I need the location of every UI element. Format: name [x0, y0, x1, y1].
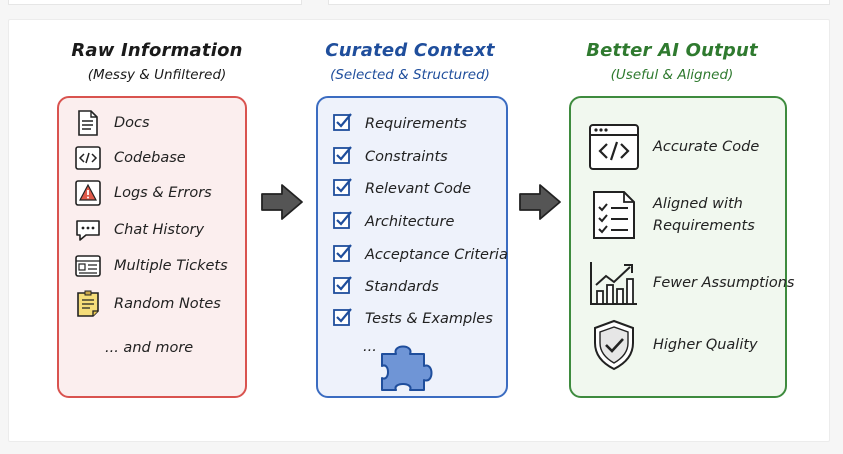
- raw-item-label: Codebase: [114, 150, 186, 166]
- raw-item-chat: Chat History: [74, 215, 204, 245]
- note-icon: [74, 290, 102, 318]
- raw-item-label: Random Notes: [114, 296, 221, 312]
- curated-header: Curated Context (Selected & Structured): [310, 40, 510, 83]
- output-item-aligned: Aligned with Requirements: [588, 189, 755, 241]
- curated-more-text: ...: [363, 339, 377, 355]
- raw-more-text: ... and more: [105, 340, 194, 356]
- output-title: Better AI Output: [586, 40, 758, 61]
- growth-chart-icon: [588, 257, 640, 309]
- raw-item-notes: Random Notes: [74, 289, 221, 319]
- document-icon: [74, 109, 102, 137]
- arrow-right-icon: [519, 184, 561, 220]
- chat-icon: [74, 216, 102, 244]
- curated-item-label: Constraints: [365, 149, 448, 165]
- curated-item: Requirements: [333, 113, 467, 135]
- output-item-label: Higher Quality: [653, 337, 758, 353]
- output-item-label-group: Aligned with Requirements: [653, 193, 755, 237]
- raw-item-tickets: Multiple Tickets: [74, 251, 228, 281]
- arrow-right-icon: [261, 184, 303, 220]
- puzzle-piece-icon: [381, 345, 433, 391]
- raw-subtitle: (Messy & Unfiltered): [87, 67, 227, 83]
- output-item-label-line: Aligned with: [653, 196, 743, 212]
- curated-item: Acceptance Criteria: [333, 244, 508, 266]
- checkbox-checked-icon: [333, 145, 353, 169]
- output-item-fewer-assumptions: Fewer Assumptions: [588, 257, 795, 309]
- output-header: Better AI Output (Useful & Aligned): [572, 40, 772, 83]
- curated-item: Constraints: [333, 146, 448, 168]
- code-window-icon: [588, 121, 640, 173]
- output-item-label: Fewer Assumptions: [653, 275, 795, 291]
- curated-item: Architecture: [333, 211, 454, 233]
- checkbox-checked-icon: [333, 177, 353, 201]
- warning-icon: [74, 179, 102, 207]
- checkbox-checked-icon: [333, 307, 353, 331]
- checklist-icon: [588, 189, 640, 241]
- output-subtitle: (Useful & Aligned): [610, 67, 734, 83]
- checkbox-checked-icon: [333, 210, 353, 234]
- curated-item-label: Acceptance Criteria: [365, 247, 508, 263]
- curated-item-label: Standards: [365, 279, 439, 295]
- curated-item-label: Relevant Code: [365, 181, 472, 197]
- checkbox-checked-icon: [333, 275, 353, 299]
- output-item-label-line: Requirements: [653, 218, 755, 234]
- raw-item-label: Logs & Errors: [114, 185, 212, 201]
- checkbox-checked-icon: [333, 243, 353, 267]
- top-strip-left: [8, 0, 302, 5]
- curated-title: Curated Context: [325, 40, 495, 61]
- curated-item: Tests & Examples: [333, 308, 493, 330]
- checkbox-checked-icon: [333, 112, 353, 136]
- shield-check-icon: [588, 319, 640, 371]
- raw-item-label: Multiple Tickets: [114, 258, 228, 274]
- output-item-accurate-code: Accurate Code: [588, 121, 759, 173]
- output-item-higher-quality: Higher Quality: [588, 319, 758, 371]
- raw-item-docs: Docs: [74, 108, 150, 138]
- curated-item-label: Tests & Examples: [365, 311, 493, 327]
- output-item-label: Accurate Code: [653, 139, 760, 155]
- ticket-icon: [74, 252, 102, 280]
- raw-item-label: Docs: [114, 115, 150, 131]
- curated-item-label: Architecture: [365, 214, 455, 230]
- top-strip-right: [328, 0, 830, 5]
- curated-subtitle: (Selected & Structured): [330, 67, 490, 83]
- raw-item-label: Chat History: [114, 222, 205, 238]
- curated-item: Standards: [333, 276, 439, 298]
- curated-item: Relevant Code: [333, 178, 471, 200]
- raw-title: Raw Information: [71, 40, 243, 61]
- curated-item-label: Requirements: [365, 116, 467, 132]
- code-icon: [74, 144, 102, 172]
- raw-item-logs: Logs & Errors: [74, 178, 212, 208]
- raw-header: Raw Information (Messy & Unfiltered): [57, 40, 257, 83]
- raw-item-codebase: Codebase: [74, 143, 186, 173]
